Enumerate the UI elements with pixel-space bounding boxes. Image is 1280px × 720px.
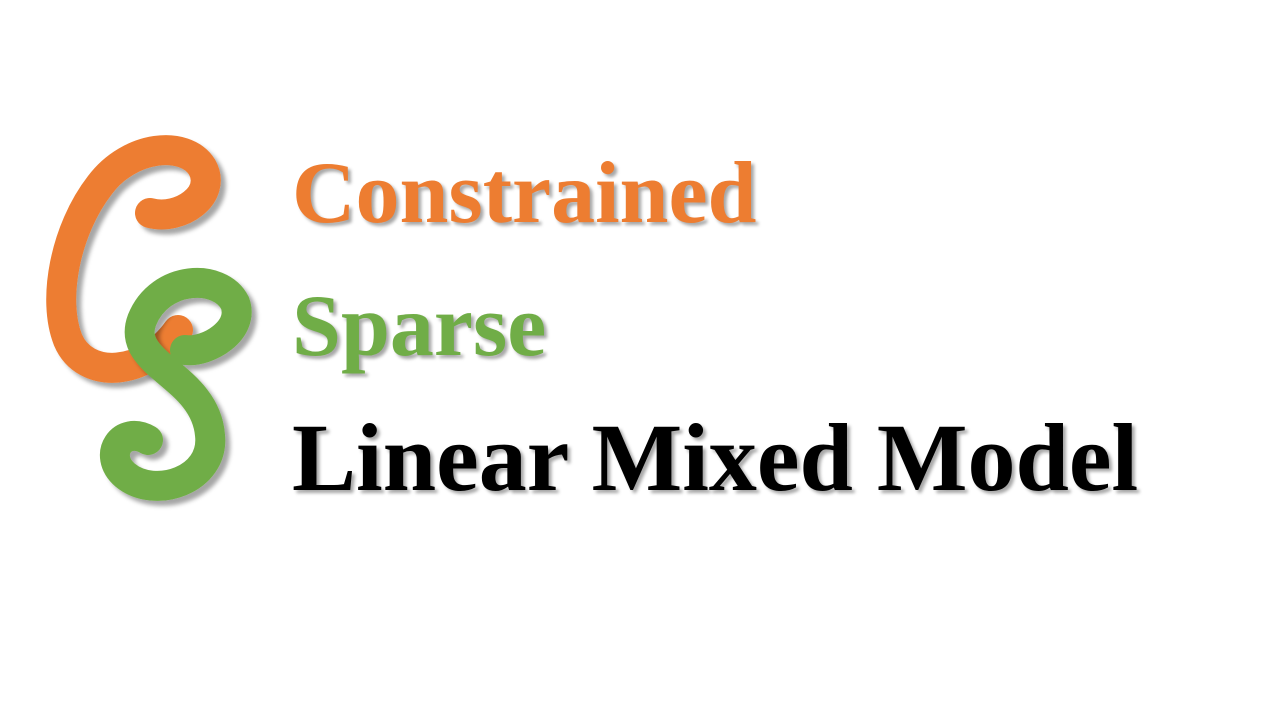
logo-letter-c	[46, 135, 221, 383]
title-line-constrained: Constrained	[292, 145, 757, 242]
logo-letter-s	[100, 267, 252, 501]
title-line-linear-mixed-model: Linear Mixed Model	[292, 404, 1139, 511]
title-line-sparse: Sparse	[292, 278, 547, 375]
cs-logo	[46, 135, 252, 501]
